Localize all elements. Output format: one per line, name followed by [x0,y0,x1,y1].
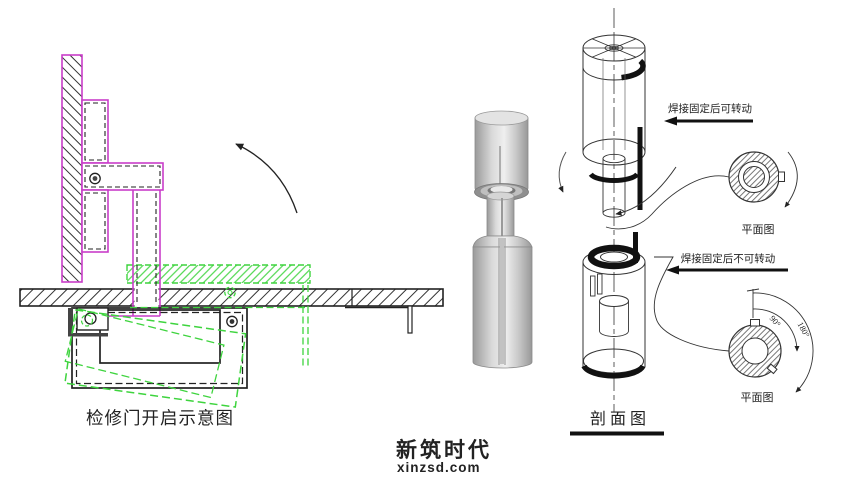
door-swing-arc-arrow [235,143,298,214]
hinge-slot-groove [500,238,504,364]
angle-label-inner: 90° [768,313,783,329]
bolt-symbol-upper [89,172,101,185]
weld-fixed-annotation: 焊接固定后不可转动 [666,252,788,275]
hinge-3d-render [472,110,567,369]
plan-view-bottom: 90° 180° 平面图 [728,288,814,404]
swing-arc-90 [752,308,800,352]
plan-view-bottom-label: 平面图 [741,391,774,404]
weld-fixed-label: 焊接固定后不可转动 [681,252,776,265]
hinge-section-view [581,8,730,412]
section-title-underline [570,431,664,436]
weld-tab-top [750,319,760,327]
schematic-title: 检修门开启示意图 [86,408,234,428]
ceiling-slab-hatched [19,288,444,307]
annotation-arrowhead [666,265,679,275]
swing-arc-180 [752,292,814,393]
weld-rotatable-label: 焊接固定后可转动 [668,102,752,115]
rotation-arc-arrow-small [558,151,567,193]
hinge-pivot-circle [84,312,97,325]
hinge-bracket-base [68,333,108,337]
annotation-arrowhead [664,116,677,126]
weld-tab [778,171,785,182]
watermark: 新筑时代 xinzsd.com [396,438,492,475]
welded-flat-bar-lower [633,232,638,263]
section-view-title: 剖面图 [570,410,664,436]
door-open-position-green [64,285,309,408]
hinge-bracket-bar [68,308,73,335]
watermark-brand: 新筑时代 [396,438,492,462]
rotation-arc-arrow [615,166,677,216]
plan-view-top: 平面图 [728,151,798,236]
door-open-position-band-green [126,264,311,284]
weld-band-bottom [581,364,646,379]
wall-section-hatched [61,54,83,283]
member-slab-gap [134,288,159,307]
angle-label-outer: 180° [795,320,811,339]
leader-curve-top-plan [605,175,730,230]
weld-rotatable-annotation: 焊接固定后可转动 [664,102,753,126]
plan-view-top-label: 平面图 [742,223,775,236]
slab-hanger-leg [345,305,413,334]
rotation-indicator-arc [784,151,798,208]
door-opening-schematic: 检修门开启示意图 [19,54,444,428]
bolt-symbol-lower [226,315,238,328]
watermark-domain: xinzsd.com [397,460,481,475]
vertical-hinge-member-dashed [136,193,157,305]
weld-band-upper [621,58,646,81]
welded-flat-bar-upper [637,127,643,210]
access-door-frame-closed [71,307,248,389]
section-view-label: 剖面图 [590,410,650,428]
lower-sleeve-wireframe [581,232,646,379]
hinge-neck [486,195,515,237]
leader-curve-bottom-plan [653,256,730,352]
weld-tab-side [766,363,778,375]
retaining-ring-band [588,172,640,184]
upper-sleeve-wireframe [582,34,646,218]
